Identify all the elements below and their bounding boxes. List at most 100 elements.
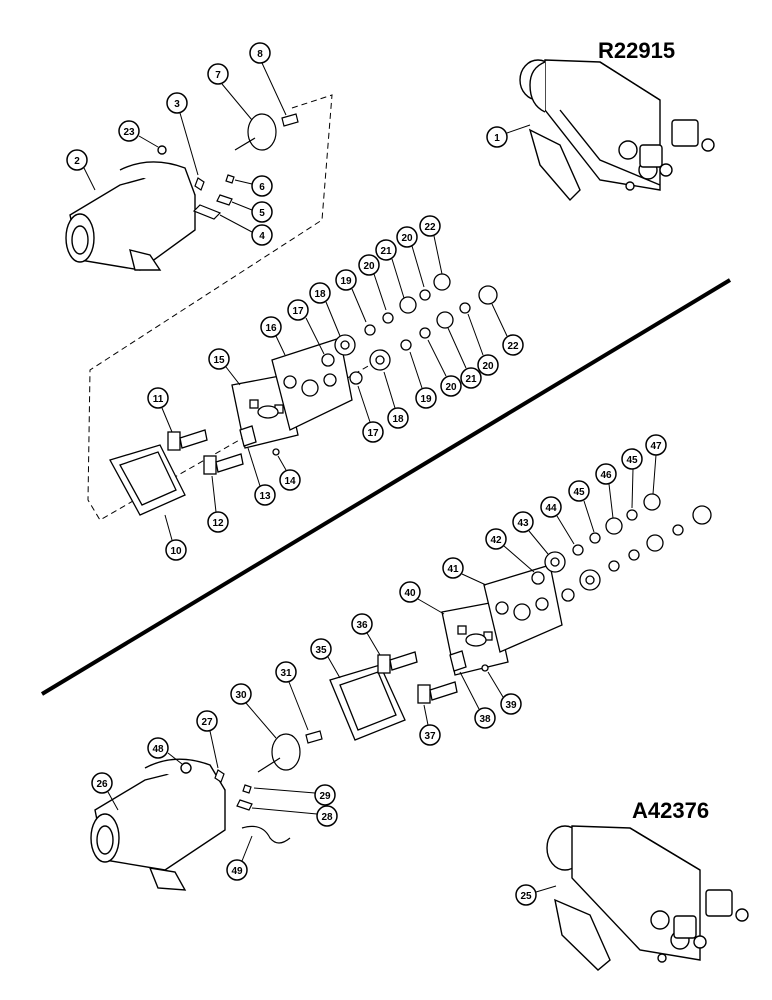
callout-49: 49	[226, 835, 253, 881]
callout-30: 30	[230, 683, 277, 739]
callout-13: 13	[247, 447, 276, 506]
callout-28: 28	[251, 805, 338, 827]
callout-7: 7	[207, 63, 253, 121]
callout-35: 35	[310, 638, 341, 679]
callout-12: 12	[207, 475, 229, 533]
callout-22: 22	[419, 215, 443, 275]
callout-label: 23	[123, 127, 135, 138]
callout-label: 26	[96, 779, 108, 790]
callout-label: 8	[257, 49, 263, 60]
callout-label: 7	[215, 70, 221, 81]
callout-label: 18	[314, 289, 326, 300]
callout-11: 11	[147, 387, 173, 433]
callout-label: 41	[447, 564, 459, 575]
callout-label: 42	[490, 535, 502, 546]
callout-label: 19	[340, 276, 352, 287]
callout-label: 3	[174, 99, 180, 110]
callout-label: 28	[321, 812, 333, 823]
callout-label: 20	[482, 361, 494, 372]
callout-label: 6	[259, 182, 265, 193]
callout-17: 17	[357, 385, 384, 443]
callout-22: 22	[491, 303, 524, 356]
callout-label: 48	[152, 744, 164, 755]
callout-label: 36	[356, 620, 368, 631]
callout-label: 21	[465, 374, 477, 385]
callout-8: 8	[249, 42, 287, 116]
callout-21: 21	[447, 327, 482, 389]
callout-20: 20	[427, 339, 462, 397]
callout-20: 20	[396, 226, 425, 288]
divider-line	[40, 278, 732, 696]
callout-46: 46	[595, 463, 617, 519]
callout-27: 27	[196, 710, 219, 769]
callout-44: 44	[540, 496, 575, 545]
callout-label: 46	[600, 470, 612, 481]
figure-ref-bottom: A42376	[632, 798, 709, 823]
callout-1: 1	[486, 124, 531, 148]
callout-label: 27	[201, 717, 213, 728]
solenoid-body-top	[65, 145, 196, 271]
callout-label: 47	[650, 441, 662, 452]
figure-ref-top: R22915	[598, 38, 675, 63]
callout-label: 16	[265, 323, 277, 334]
callout-25: 25	[515, 884, 557, 906]
callout-label: 5	[259, 208, 265, 219]
solenoid-body-bottom	[90, 758, 226, 891]
terminal-parts-top	[192, 113, 299, 220]
callout-21: 21	[375, 239, 405, 299]
callout-label: 20	[363, 261, 375, 272]
callout-45: 45	[621, 448, 643, 509]
callout-20: 20	[467, 313, 499, 376]
callout-38: 38	[459, 671, 496, 729]
callout-label: 10	[170, 546, 182, 557]
callout-label: 35	[315, 645, 327, 656]
callout-label: 17	[367, 428, 379, 439]
callout-label: 21	[380, 246, 392, 257]
callout-23: 23	[118, 120, 159, 148]
callout-40: 40	[399, 581, 445, 615]
exploded-parts-top	[109, 273, 498, 516]
solenoid-assembled-top	[519, 59, 715, 202]
callout-45: 45	[568, 480, 595, 533]
callout-16: 16	[260, 316, 286, 356]
callout-47: 47	[645, 434, 667, 495]
callout-label: 20	[401, 233, 413, 244]
callout-label: 45	[573, 487, 585, 498]
callout-label: 31	[280, 668, 292, 679]
callout-label: 40	[404, 588, 416, 599]
callout-label: 45	[626, 455, 638, 466]
callout-43: 43	[512, 511, 549, 555]
callout-label: 22	[507, 341, 519, 352]
callout-14: 14	[277, 455, 301, 491]
callout-10: 10	[164, 514, 187, 561]
callout-17: 17	[287, 299, 325, 355]
callout-label: 13	[259, 491, 271, 502]
callout-37: 37	[419, 704, 441, 746]
callout-label: 43	[517, 518, 529, 529]
dashed-group-outline	[87, 94, 371, 521]
exploded-parts-bottom	[329, 493, 712, 741]
callout-29: 29	[253, 784, 336, 806]
callout-label: 15	[213, 355, 225, 366]
callout-3: 3	[166, 92, 199, 176]
callout-label: 39	[505, 700, 517, 711]
callout-label: 12	[212, 518, 224, 529]
callout-48: 48	[147, 737, 183, 765]
callout-18: 18	[309, 282, 341, 337]
callout-36: 36	[351, 613, 381, 656]
callout-label: 20	[445, 382, 457, 393]
callout-20: 20	[358, 254, 387, 311]
callout-label: 38	[479, 714, 491, 725]
callout-42: 42	[485, 528, 535, 573]
callout-label: 14	[284, 476, 296, 487]
callout-label: 11	[153, 394, 164, 405]
callout-26: 26	[91, 772, 119, 811]
terminal-parts-bottom	[214, 730, 323, 844]
callout-label: 30	[235, 690, 247, 701]
callout-41: 41	[442, 557, 487, 586]
callout-18: 18	[383, 371, 409, 429]
callout-label: 17	[292, 306, 304, 317]
callout-6: 6	[234, 175, 273, 197]
callout-label: 37	[424, 731, 436, 742]
